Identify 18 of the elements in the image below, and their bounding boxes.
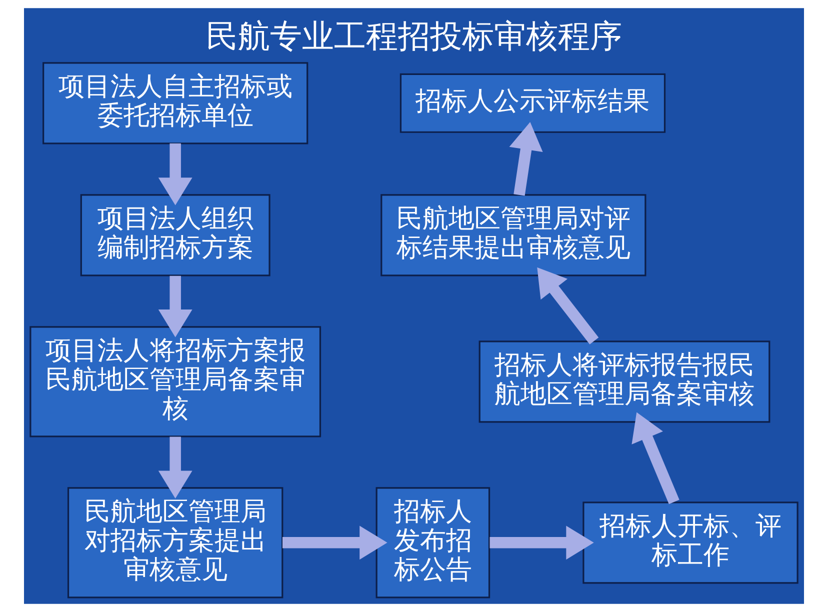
node-box: 招标人公示评标结果 [400,73,666,133]
node-box: 民航地区管理局对招标方案提出审核意见 [67,487,284,598]
arrow [632,412,680,504]
node-box: 招标人发布招标公告 [376,487,490,598]
node-box: 民航地区管理局对评标结果提出审核意见 [380,194,646,276]
arrow [509,122,543,196]
arrow [282,526,388,560]
node-box: 项目法人组织编制招标方案 [80,194,270,276]
arrow [537,267,599,344]
node-box: 项目法人自主招标或委托招标单位 [42,62,308,144]
node-box: 项目法人将招标方案报民航地区管理局备案审核 [30,326,322,438]
diagram-title: 民航专业工程招投标审核程序 [206,16,622,55]
node-box: 招标人开标、评标工作 [582,502,798,584]
arrow [158,276,192,338]
arrow [158,436,192,498]
arrow [490,526,594,560]
node-box: 招标人将评标报告报民航地区管理局备案审核 [478,340,770,423]
arrow [158,143,192,206]
